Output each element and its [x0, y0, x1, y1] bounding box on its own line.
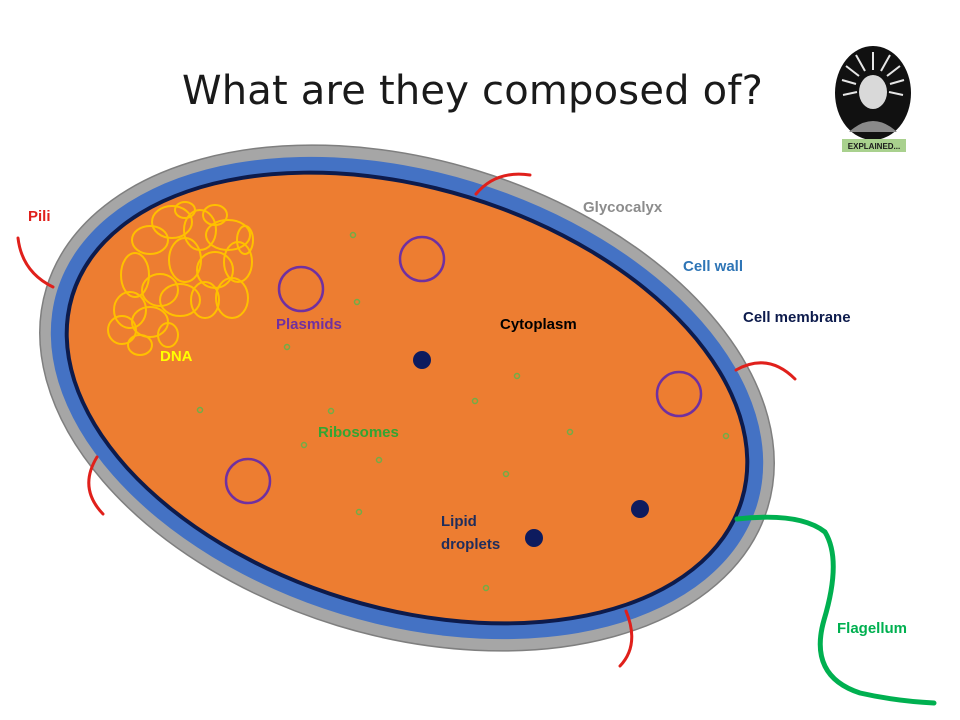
label-pili: Pili [28, 208, 51, 225]
ribosome [513, 372, 521, 380]
logo-caption: EXPLAINED... [848, 142, 900, 151]
label-lipid: Lipid [441, 513, 477, 530]
ribosomes [196, 231, 730, 592]
plasmid [398, 235, 446, 283]
label-cytoplasm: Cytoplasm [500, 316, 577, 333]
pilus [734, 361, 797, 381]
ribosome [349, 231, 357, 239]
label-ribosomes: Ribosomes [318, 424, 399, 441]
pilus [474, 172, 532, 196]
plasmids [224, 235, 703, 505]
ribosome [196, 406, 204, 414]
ribosome [566, 428, 574, 436]
lipid-droplet [631, 500, 649, 518]
label-cell-wall: Cell wall [683, 258, 743, 275]
logo-caption-box [842, 139, 906, 152]
plasmid [655, 370, 703, 418]
ribosome [375, 456, 383, 464]
ribosome [283, 343, 291, 351]
pilus [16, 236, 55, 289]
label-cell-membrane: Cell membrane [743, 309, 851, 326]
label-dna: DNA [160, 348, 193, 365]
ribosome [327, 407, 335, 415]
pilus [618, 609, 634, 668]
pilus [87, 455, 105, 516]
logo-face [859, 75, 887, 109]
slide-title: What are they composed of? [181, 68, 764, 114]
pili [16, 172, 797, 668]
ribosome [471, 397, 479, 405]
lipid-droplet [413, 351, 431, 369]
label-droplets: droplets [441, 536, 500, 553]
explained-logo: EXPLAINED... [835, 46, 911, 152]
ribosome [353, 298, 361, 306]
logo-body [849, 121, 897, 132]
ribosome [482, 584, 490, 592]
ribosome [722, 432, 730, 440]
ribosome [300, 441, 308, 449]
label-plasmids: Plasmids [276, 316, 342, 333]
flagellum [734, 514, 937, 706]
plasmid [277, 265, 325, 313]
label-glycocalyx: Glycocalyx [583, 199, 663, 216]
ribosome [502, 470, 510, 478]
lipid-droplet [525, 529, 543, 547]
logo-portrait [841, 52, 905, 96]
plasmid [224, 457, 272, 505]
ribosome [355, 508, 363, 516]
label-flagellum: Flagellum [837, 620, 907, 637]
dna-tangle [107, 201, 254, 356]
cytoplasm [68, 174, 746, 622]
lipid-droplets [413, 351, 649, 547]
